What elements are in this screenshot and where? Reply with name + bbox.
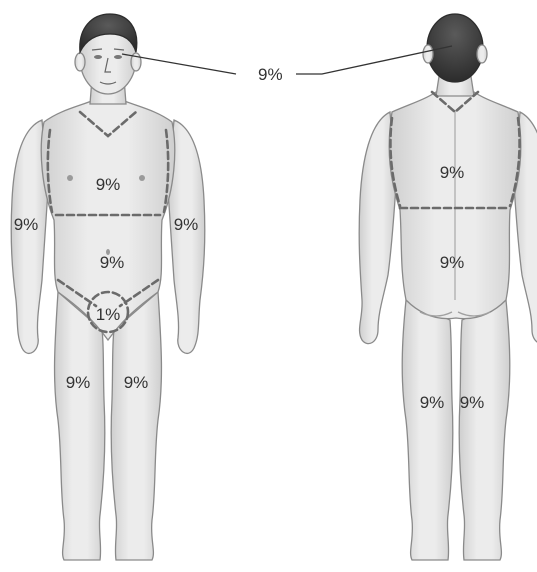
head-percent-label: 9% — [258, 65, 283, 84]
back-left-leg — [402, 300, 453, 560]
back-left-leg-label: 9% — [420, 393, 445, 412]
front-left-leg — [111, 292, 161, 560]
back-figure — [359, 14, 537, 560]
front-figure — [11, 14, 205, 560]
back-right-leg — [459, 300, 510, 560]
lower-back-label: 9% — [440, 253, 465, 272]
back-left-ear — [423, 45, 433, 63]
front-right-ear — [75, 53, 85, 71]
head-leader-lines — [122, 46, 452, 74]
upper-back-label: 9% — [440, 163, 465, 182]
back-right-ear — [477, 45, 487, 63]
front-chest-label: 9% — [96, 175, 121, 194]
back-right-leg-label: 9% — [460, 393, 485, 412]
front-right-leg-label: 9% — [66, 373, 91, 392]
front-right-arm-label: 9% — [14, 215, 39, 234]
front-left-leg-label: 9% — [124, 373, 149, 392]
genital-label: 1% — [96, 305, 121, 324]
back-head — [427, 14, 483, 82]
front-left-arm-label: 9% — [174, 215, 199, 234]
front-right-leg — [55, 292, 105, 560]
front-abdomen-label: 9% — [100, 253, 125, 272]
